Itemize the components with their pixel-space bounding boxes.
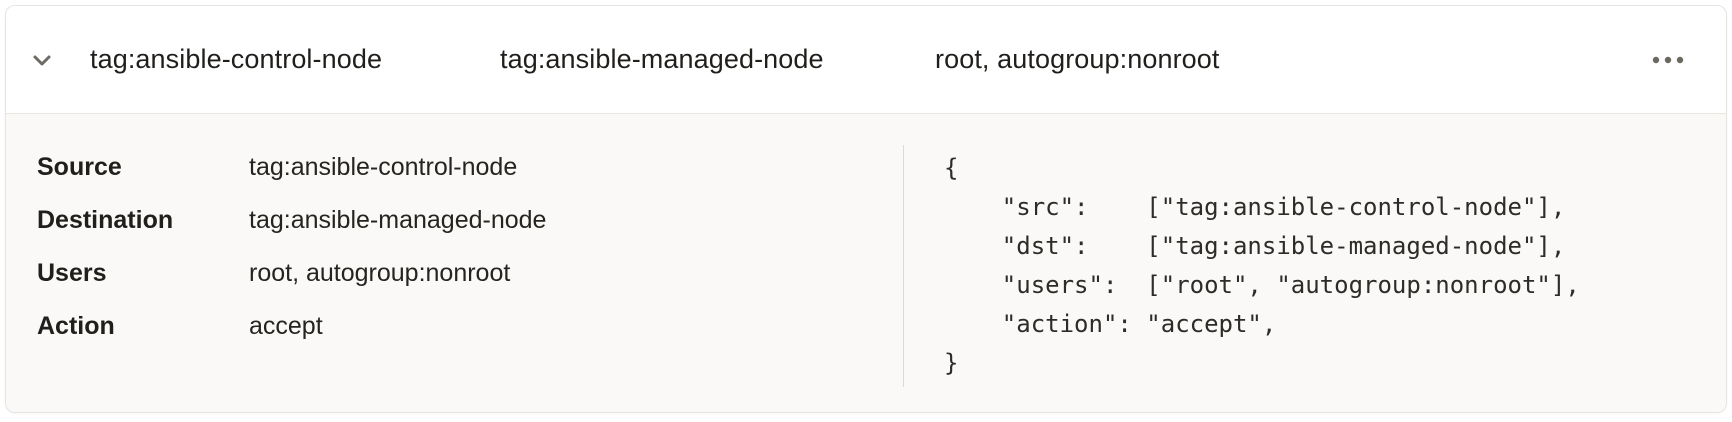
chevron-down-icon — [31, 49, 53, 71]
rule-header[interactable]: tag:ansible-control-node tag:ansible-man… — [6, 6, 1726, 114]
property-row-action: Action accept — [37, 313, 903, 340]
property-row-users: Users root, autogroup:nonroot — [37, 260, 903, 287]
property-value: tag:ansible-control-node — [249, 153, 518, 181]
property-label: Source — [37, 153, 122, 181]
rule-properties-list: Source tag:ansible-control-node Destinati… — [37, 114, 903, 366]
rule-details-panel: Source tag:ansible-control-node Destinati… — [6, 114, 1726, 412]
header-users: root, autogroup:nonroot — [935, 44, 1220, 74]
property-label: Users — [37, 259, 107, 287]
code-line: } — [944, 349, 959, 377]
ellipsis-icon — [1652, 56, 1684, 64]
property-label: Destination — [37, 206, 174, 234]
property-row-destination: Destination tag:ansible-managed-node — [37, 207, 903, 234]
header-destination: tag:ansible-managed-node — [500, 44, 824, 74]
property-row-source: Source tag:ansible-control-node — [37, 154, 903, 181]
code-line: "src": ["tag:ansible-control-node"], — [944, 193, 1566, 221]
property-value: accept — [249, 312, 323, 340]
property-label: Action — [37, 312, 115, 340]
property-value: root, autogroup:nonroot — [249, 259, 511, 287]
code-line: "users": ["root", "autogroup:nonroot"], — [944, 271, 1580, 299]
code-line: "dst": ["tag:ansible-managed-node"], — [944, 232, 1566, 260]
collapse-button[interactable] — [31, 49, 53, 71]
property-value: tag:ansible-managed-node — [249, 206, 547, 234]
rule-json-code: { "src": ["tag:ansible-control-node"], "… — [903, 145, 1726, 387]
header-source: tag:ansible-control-node — [90, 44, 383, 74]
code-line: { — [944, 154, 959, 182]
code-line: "action": "accept", — [944, 310, 1277, 338]
acl-rule-card: tag:ansible-control-node tag:ansible-man… — [5, 5, 1727, 413]
more-options-button[interactable] — [1650, 42, 1686, 78]
